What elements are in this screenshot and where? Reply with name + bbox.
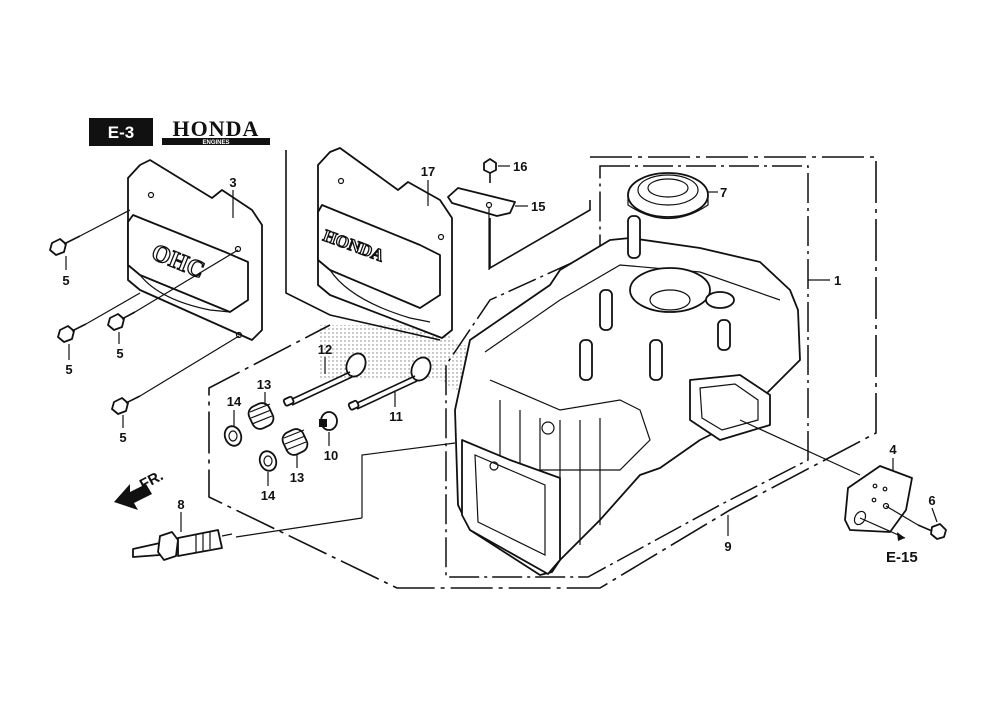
- brand-logo: HONDA: [173, 116, 260, 141]
- callout-15[interactable]: 17: [421, 164, 435, 179]
- callout-5[interactable]: 5: [62, 273, 69, 288]
- bolt-icon: [49, 209, 131, 256]
- plate-code: E-3: [108, 123, 134, 142]
- callout-5[interactable]: 5: [65, 362, 72, 377]
- callout-17[interactable]: 16: [513, 159, 527, 174]
- valve-spring[interactable]: [280, 426, 310, 457]
- arrow-left-icon: [114, 484, 152, 510]
- head-cover-ohc[interactable]: OHC: [127, 159, 263, 341]
- callout-13[interactable]: 13: [290, 470, 304, 485]
- intake-valve[interactable]: [282, 350, 369, 407]
- callout-12[interactable]: 12: [318, 342, 332, 357]
- callout-14[interactable]: 14: [261, 488, 276, 503]
- frame-cover-15: [285, 150, 441, 341]
- plate-code-box: [89, 118, 153, 146]
- breather-plate[interactable]: [844, 465, 913, 541]
- cross-reference-e15[interactable]: E-15: [886, 549, 918, 566]
- valve-stem-seal[interactable]: [319, 411, 338, 431]
- frame-bracket-16: [489, 200, 591, 270]
- callout-6[interactable]: 6: [928, 493, 935, 508]
- assembly-frames: [208, 150, 877, 589]
- plate-header: E-3 HONDA ENGINES: [89, 116, 270, 146]
- callout-5[interactable]: 5: [119, 430, 126, 445]
- bracket-bolt[interactable]: [483, 158, 497, 183]
- callout-16[interactable]: 15: [531, 199, 545, 214]
- callout-labels: 3 5 5 5 5 17 16 15 7 1 4 6 8 9 10 11 12 …: [62, 159, 935, 554]
- spring-retainer[interactable]: [222, 424, 244, 448]
- breather-bolt[interactable]: [885, 505, 947, 540]
- oil-seal[interactable]: [627, 172, 709, 220]
- brand-subtitle-bar: [162, 138, 270, 145]
- callout-1[interactable]: 1: [834, 273, 841, 288]
- callout-9[interactable]: 9: [724, 539, 731, 554]
- bolt-icon: [57, 292, 141, 343]
- front-direction-marker: FR.: [114, 467, 166, 510]
- callout-11[interactable]: 11: [389, 409, 403, 424]
- frame-assembly-9: [208, 156, 877, 589]
- spark-plug[interactable]: [132, 442, 456, 561]
- frame-cylinder-1: [445, 165, 809, 578]
- callout-7[interactable]: 7: [720, 185, 727, 200]
- callout-5[interactable]: 5: [116, 346, 123, 361]
- arrow-right-icon: [897, 532, 905, 541]
- cylinder-block[interactable]: [454, 215, 861, 576]
- brand-subtitle: ENGINES: [202, 140, 229, 146]
- callout-4[interactable]: 4: [889, 442, 897, 457]
- bracket[interactable]: [447, 187, 516, 270]
- callout-3[interactable]: 3: [229, 175, 236, 190]
- callout-8[interactable]: 8: [177, 497, 184, 512]
- bolt-icon: [111, 335, 240, 415]
- callout-14[interactable]: 14: [227, 394, 242, 409]
- cover-bolts[interactable]: [49, 209, 240, 415]
- callout-10[interactable]: 10: [324, 448, 338, 463]
- leader-lines: [65, 165, 938, 536]
- bolt-icon: [107, 249, 239, 331]
- head-cover-honda[interactable]: HONDA: [317, 147, 453, 339]
- valve-spring[interactable]: [246, 400, 276, 431]
- spring-retainer[interactable]: [257, 449, 279, 473]
- callout-13[interactable]: 13: [257, 377, 271, 392]
- exhaust-valve[interactable]: [347, 354, 434, 411]
